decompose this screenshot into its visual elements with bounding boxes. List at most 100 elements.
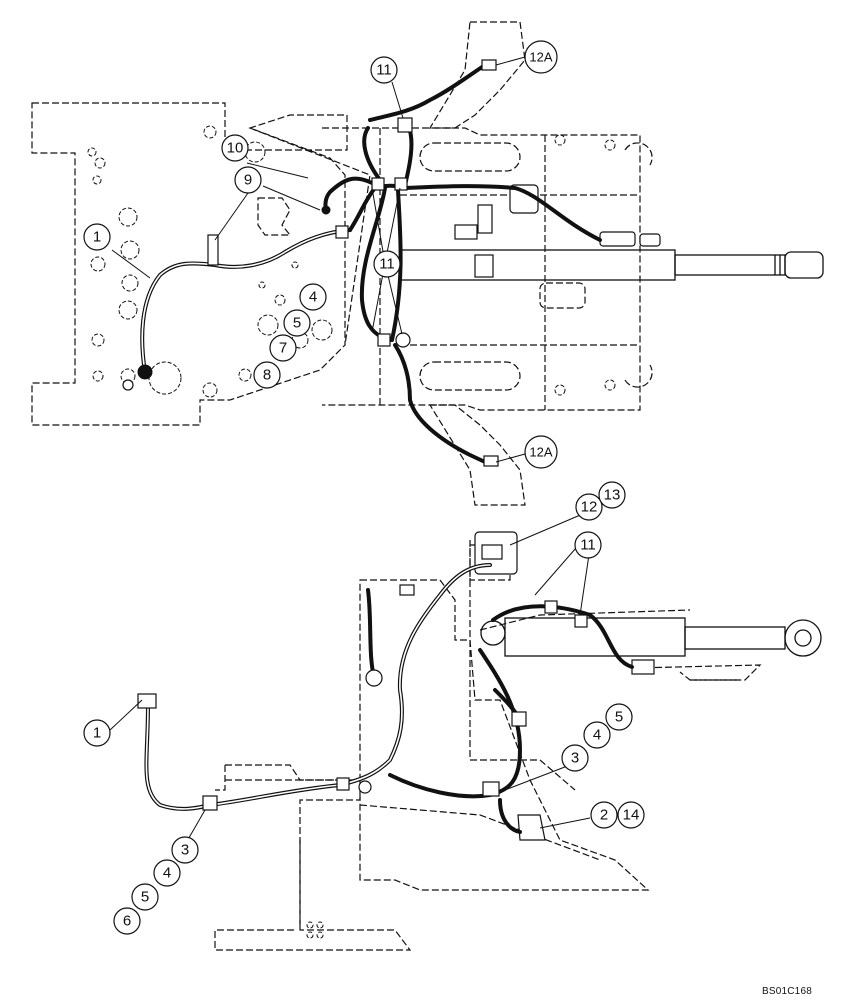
callout-11: 11	[370, 56, 398, 84]
valve-block	[477, 204, 493, 234]
tower-connector	[511, 711, 527, 727]
harness-to-cylinder	[403, 184, 602, 242]
ground-ring	[122, 379, 134, 391]
harness-upper-loops	[362, 123, 414, 187]
callout-5: 5	[131, 883, 159, 911]
rail-hole	[554, 134, 566, 146]
tower-inner	[469, 540, 576, 791]
callout-11: 11	[373, 250, 401, 278]
base-frame	[214, 764, 412, 951]
clip	[365, 669, 383, 687]
rail-hole	[604, 139, 616, 151]
callout-13: 13	[598, 481, 626, 509]
svg-text:10: 10	[227, 140, 244, 157]
connector-end	[321, 205, 331, 215]
svg-text:1: 1	[93, 725, 101, 742]
svg-text:3: 3	[571, 750, 579, 767]
clip	[399, 584, 415, 596]
callout-14: 14	[617, 801, 645, 829]
lift-cylinder-rod	[674, 254, 786, 276]
base-hole	[316, 921, 324, 929]
svg-text:4: 4	[163, 865, 171, 882]
lift-cylinder-eye	[784, 251, 824, 279]
drawing-code: BS01C168	[762, 986, 812, 997]
harness-to-lower-light	[393, 343, 487, 464]
work-light-connector	[483, 455, 499, 467]
callout-11: 11	[574, 531, 602, 559]
harness-side-main	[144, 563, 492, 811]
side-leaders	[109, 509, 593, 844]
harness-left-loop	[359, 186, 392, 342]
side-cylinder-eye	[784, 619, 822, 657]
callout-2: 2	[590, 801, 618, 829]
clip-9	[207, 234, 219, 266]
upper-lift-arm	[428, 21, 526, 129]
callout-6: 6	[113, 907, 141, 935]
clip	[358, 780, 372, 794]
callout-10: 10	[221, 134, 249, 162]
callout-12A: 12A	[524, 40, 558, 74]
harness-side-cylinder	[491, 604, 634, 669]
svg-text:12: 12	[581, 499, 598, 516]
callout-12A: 12A	[524, 435, 558, 469]
svg-text:4: 4	[593, 727, 601, 744]
clip-11	[397, 117, 413, 133]
harness-right-loop	[390, 188, 403, 342]
rod-marks	[774, 255, 781, 275]
callout-12: 12	[575, 493, 603, 521]
clip-3	[482, 781, 500, 797]
svg-text:5: 5	[141, 889, 149, 906]
top-leaders	[111, 56, 526, 463]
svg-text:8: 8	[263, 367, 271, 384]
svg-text:11: 11	[379, 256, 395, 273]
arm-lower-bracket	[634, 664, 762, 681]
side-view: 12 13 11 1 5 4 3 2 14 3 4 5 6	[83, 481, 822, 951]
loader-arm-outline	[249, 127, 371, 346]
callout-4: 4	[583, 721, 611, 749]
clip-11	[377, 333, 391, 347]
harness-to-upper-light	[368, 63, 487, 122]
base-plate	[215, 765, 340, 791]
callout-7: 7	[269, 334, 297, 362]
side-cylinder-barrel	[504, 617, 686, 657]
rail-end-arcs	[624, 142, 653, 388]
battery-connector	[137, 693, 157, 709]
sensor-connector	[639, 233, 661, 247]
svg-text:5: 5	[615, 709, 623, 726]
clip-11	[371, 177, 385, 191]
svg-text:5: 5	[293, 315, 301, 332]
clip-11	[574, 614, 588, 628]
svg-text:9: 9	[244, 172, 252, 189]
harness-side-tower	[388, 648, 522, 799]
svg-text:11: 11	[580, 537, 596, 554]
svg-text:12A: 12A	[529, 50, 552, 65]
rail-slot-lower	[419, 361, 521, 391]
callout-1: 1	[83, 223, 111, 251]
callout-8: 8	[253, 361, 281, 389]
rail-slot-upper	[419, 142, 521, 172]
clip-11	[544, 600, 558, 614]
svg-text:13: 13	[604, 487, 621, 504]
rail-pad	[539, 282, 586, 309]
svg-text:14: 14	[623, 807, 640, 824]
callout-4: 4	[153, 859, 181, 887]
base-hole	[306, 921, 314, 929]
frame-rail-outline	[322, 127, 641, 411]
frame-crossmember	[379, 128, 546, 410]
work-light-lens	[481, 544, 503, 560]
callout-9: 9	[234, 166, 262, 194]
svg-text:2: 2	[600, 807, 608, 824]
svg-text:4: 4	[309, 289, 317, 306]
top-view: 11 12A 10 9 1 11 4 5 7 8 12A	[31, 21, 824, 506]
valve-block	[474, 254, 494, 278]
tower-section-line	[359, 804, 601, 861]
side-cylinder-rod	[684, 626, 786, 650]
callout-5: 5	[283, 309, 311, 337]
svg-text:11: 11	[376, 62, 392, 79]
callout-3: 3	[561, 744, 589, 772]
svg-text:12A: 12A	[529, 445, 552, 460]
callout-4: 4	[299, 283, 327, 311]
harness-to-horn	[498, 798, 522, 834]
